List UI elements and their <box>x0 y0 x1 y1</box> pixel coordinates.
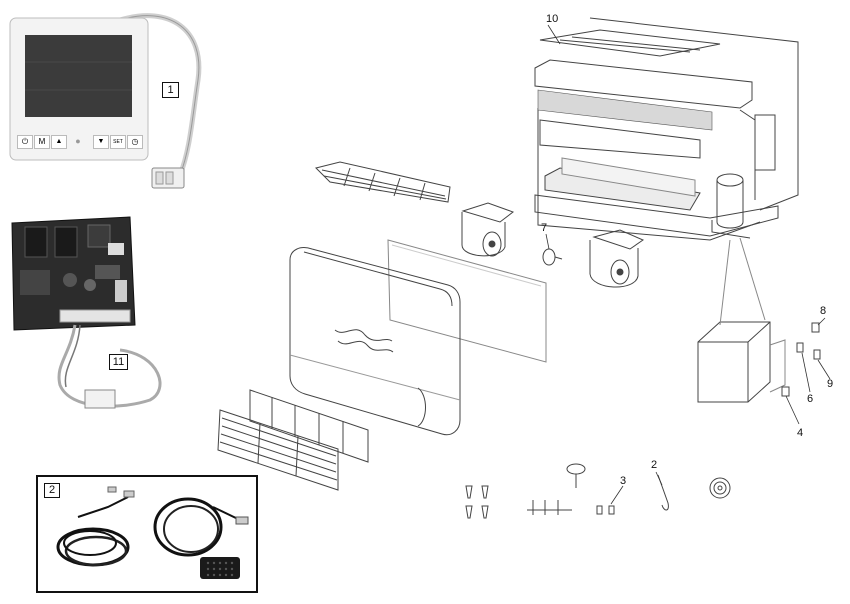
fan-motor <box>542 248 563 266</box>
mounting-feet <box>465 485 489 519</box>
pump-tank <box>711 173 751 239</box>
relay-6 <box>796 342 804 353</box>
callout-7: 7 <box>541 222 548 234</box>
unit-chassis <box>534 17 799 241</box>
blower-right <box>589 229 645 288</box>
relay-4 <box>781 386 790 397</box>
cable-kit-frame: 2 <box>36 475 258 593</box>
control-board-photo <box>0 215 175 420</box>
top-cover <box>539 29 721 57</box>
relay-8 <box>811 322 820 333</box>
electric-heater <box>544 157 701 211</box>
set-button: SET <box>110 135 126 149</box>
screws-3 <box>596 505 615 515</box>
callout-3: 3 <box>620 475 627 487</box>
callout-4: 4 <box>797 427 804 439</box>
top-grille <box>315 161 451 203</box>
air-filter <box>387 239 547 363</box>
temp-probe <box>657 474 669 511</box>
power-button: ⏻ <box>17 135 33 149</box>
timer-button: ◷ <box>127 135 143 149</box>
thermostat-photo <box>0 0 215 205</box>
front-casing <box>289 247 461 436</box>
callout-2-box: 2 <box>44 483 60 498</box>
callout-8: 8 <box>820 305 827 317</box>
brackets <box>527 463 586 515</box>
relay-9 <box>813 349 821 360</box>
electrical-box <box>697 237 786 403</box>
callout-9: 9 <box>827 378 834 390</box>
thermostat-button-row: ⏻ M ▲ ● ▼ SET ◷ <box>17 135 145 149</box>
blower-left <box>461 202 515 257</box>
callout-6: 6 <box>807 393 814 405</box>
callout-10: 10 <box>546 13 559 25</box>
drain-hose <box>709 477 731 499</box>
callout-1: 1 <box>162 82 179 98</box>
up-button: ▲ <box>51 135 67 149</box>
lower-louver <box>249 389 369 463</box>
coil-fins <box>537 89 713 131</box>
callout-11: 11 <box>109 354 128 370</box>
mode-button: M <box>34 135 50 149</box>
down-button: ▼ <box>93 135 109 149</box>
callout-2-probe: 2 <box>651 459 658 471</box>
sensor-dot: ● <box>75 136 81 146</box>
